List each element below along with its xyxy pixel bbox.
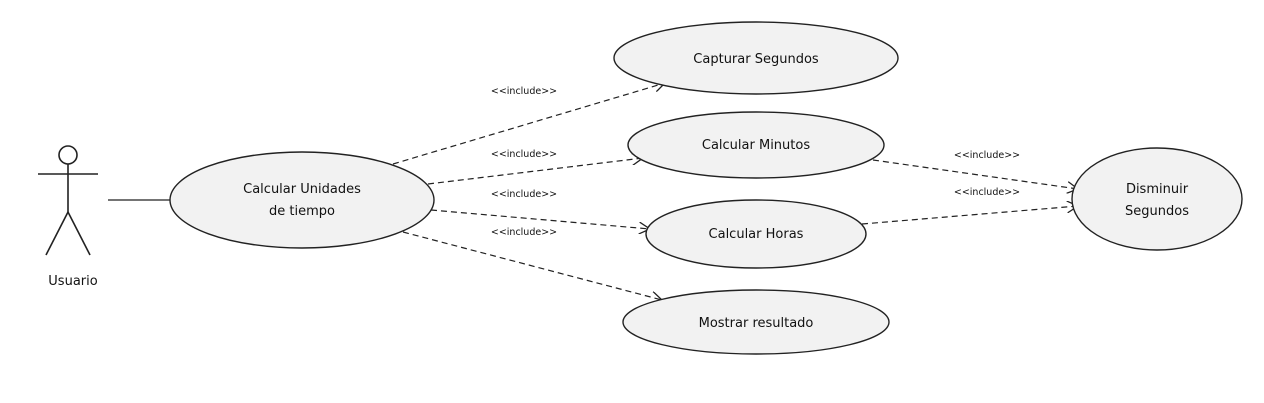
use-case-ellipse bbox=[613, 21, 899, 95]
actor-right-leg bbox=[67, 211, 91, 256]
use-case-label: Mostrar resultado bbox=[699, 316, 814, 331]
include-arrow-horas bbox=[430, 209, 650, 229]
actor-head bbox=[58, 145, 78, 165]
include-arrow-mostrar bbox=[402, 231, 662, 300]
use-case-ellipse bbox=[627, 111, 885, 179]
include-arrow-minutos-disminuir bbox=[872, 159, 1078, 189]
use-case-label: Disminuir bbox=[1126, 182, 1189, 197]
use-case-calcular-horas[interactable]: Calcular Horas bbox=[645, 199, 867, 269]
use-case-label: de tiempo bbox=[269, 204, 335, 219]
actor-left-leg bbox=[45, 211, 69, 256]
use-case-label: Calcular Minutos bbox=[702, 138, 810, 153]
use-case-mostrar-resultado[interactable]: Mostrar resultado bbox=[622, 289, 890, 355]
stereotype-label: <<include>> bbox=[491, 149, 557, 160]
use-case-ellipse bbox=[622, 289, 890, 355]
actor-usuario[interactable]: Usuario bbox=[38, 145, 98, 289]
use-case-disminuir-segundos[interactable]: Disminuir Segundos bbox=[1071, 147, 1243, 251]
stereotype-label: <<include>> bbox=[954, 150, 1020, 161]
stereotype-label: <<include>> bbox=[491, 227, 557, 238]
use-case-ellipse bbox=[1071, 147, 1243, 251]
stereotype-label: <<include>> bbox=[491, 86, 557, 97]
use-case-label: Calcular Horas bbox=[709, 227, 804, 242]
include-arrow-horas-disminuir bbox=[861, 206, 1078, 225]
use-case-calcular-minutos[interactable]: Calcular Minutos bbox=[627, 111, 885, 179]
stereotype-label: <<include>> bbox=[491, 189, 557, 200]
use-case-calcular-unidades[interactable]: Calcular Unidades de tiempo bbox=[169, 151, 435, 249]
include-arrow-capturar bbox=[392, 83, 665, 165]
stereotype-label: <<include>> bbox=[954, 187, 1020, 198]
include-arrow-minutos bbox=[427, 158, 643, 185]
use-case-label: Capturar Segundos bbox=[693, 52, 819, 67]
use-case-ellipse bbox=[645, 199, 867, 269]
use-case-label: Segundos bbox=[1125, 204, 1189, 219]
actor-label: Usuario bbox=[48, 274, 97, 289]
use-case-label: Calcular Unidades bbox=[243, 182, 361, 197]
use-case-capturar-segundos[interactable]: Capturar Segundos bbox=[613, 21, 899, 95]
use-case-ellipse bbox=[169, 151, 435, 249]
